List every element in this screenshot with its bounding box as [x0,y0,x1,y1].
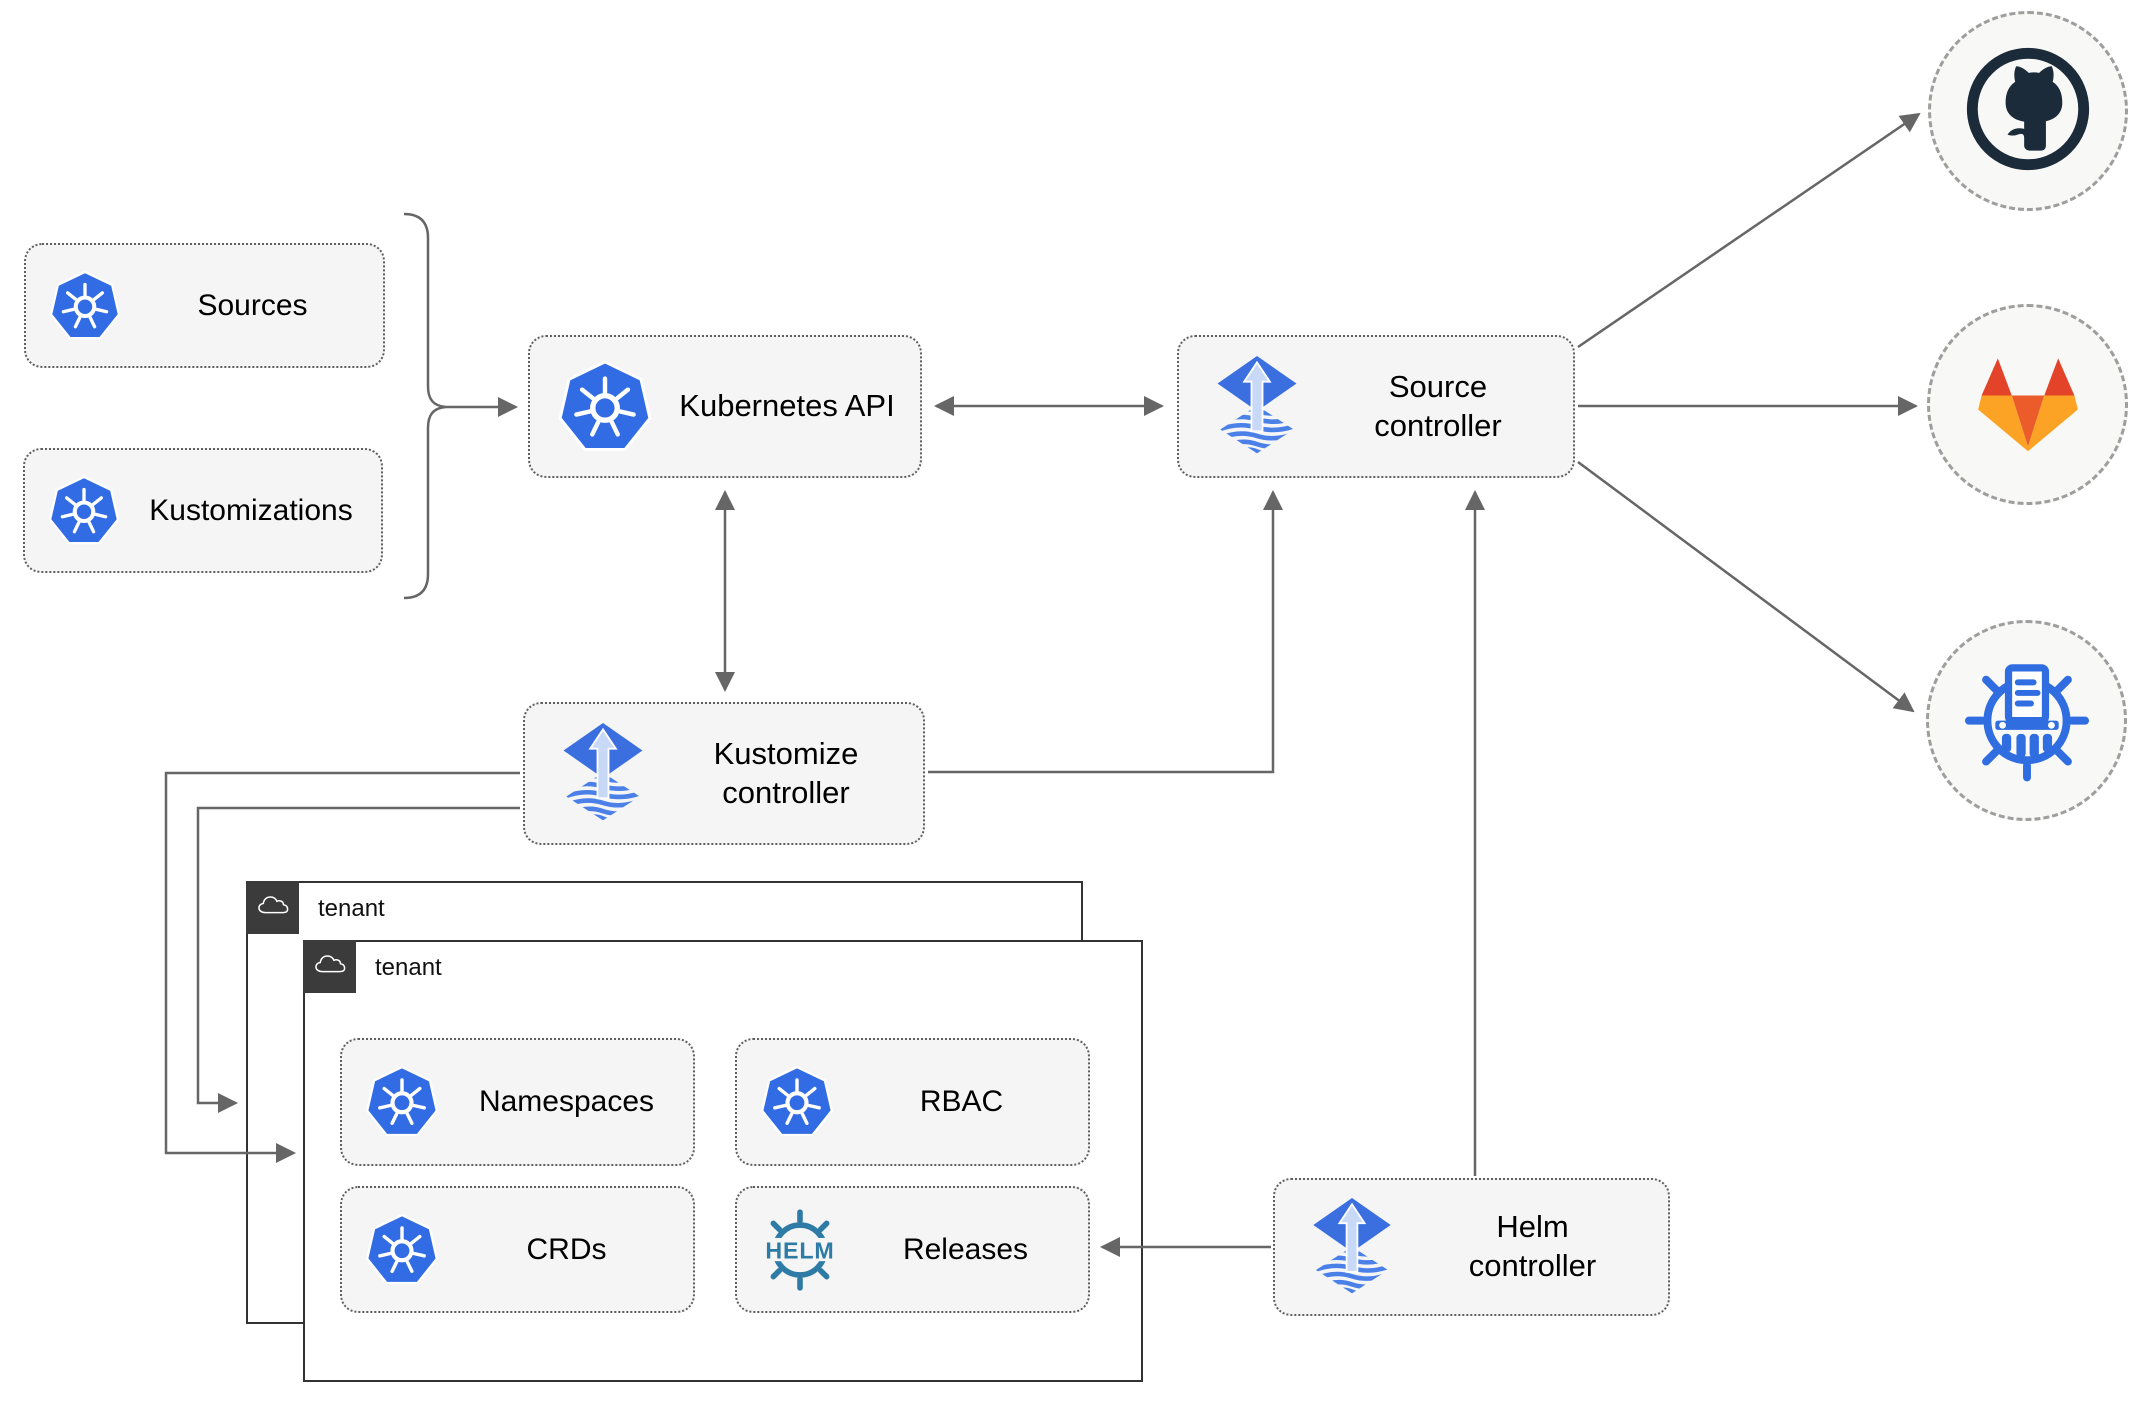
svg-text:HELM: HELM [765,1237,834,1263]
tenant-back-label: tenant [318,894,385,922]
flux-icon [557,723,649,824]
kubernetes-icon [364,1064,440,1140]
node-namespaces: Namespaces [340,1038,695,1166]
node-helm-controller: Helm controller [1273,1178,1670,1316]
node-releases: HELM Releases [735,1186,1090,1313]
kubernetes-icon [364,1212,440,1288]
node-helm-controller-label: Helm controller [1468,1209,1597,1283]
node-sources-label: Sources [197,288,308,322]
node-releases-label: Releases [902,1232,1029,1266]
flux-icon [1211,356,1303,457]
tenant-front-tab [303,940,356,993]
kubernetes-icon [759,1064,835,1140]
kubernetes-icon [556,358,654,456]
node-rbac-label: RBAC [919,1085,1004,1119]
node-source-controller-label: Source controller [1374,368,1502,443]
node-kustomizations-label: Kustomizations [149,493,353,527]
arrow-source-to-registry [1577,460,1915,713]
node-namespaces-label: Namespaces [478,1085,655,1119]
node-kustomizations: Kustomizations [23,448,383,573]
node-source-controller: Source controller [1177,335,1575,478]
node-sources: Sources [24,243,385,368]
arrow-source-to-github [1577,112,1921,349]
gitlab-icon [1970,349,2086,461]
node-kubernetes-api: Kubernetes API [528,335,922,478]
endpoint-registry [1926,620,2127,821]
endpoint-github [1928,11,2128,211]
tenant-front-label: tenant [375,953,442,981]
node-rbac: RBAC [735,1038,1090,1166]
node-kubernetes-api-label: Kubernetes API [679,388,895,424]
registry-icon [1961,652,2093,789]
node-crds: CRDs [340,1186,695,1313]
kubernetes-icon [48,269,122,343]
cloud-icon [311,948,349,985]
tenant-back-tab [246,881,299,934]
arrow-kustomize-to-source-controller [928,490,1283,774]
cloud-icon [254,889,292,926]
github-icon [1964,45,2092,178]
node-kustomize-controller-label: Kustomize controller [713,735,859,810]
node-kustomize-controller: Kustomize controller [523,702,925,845]
flux-icon [1307,1198,1397,1297]
endpoint-gitlab [1927,304,2128,505]
helm-icon: HELM [757,1207,843,1293]
node-crds-label: CRDs [526,1232,607,1266]
tenant-box-front: tenant Namespaces RBAC CRDs [303,940,1143,1382]
kubernetes-icon [47,474,121,548]
brace-sources-group [403,212,447,600]
